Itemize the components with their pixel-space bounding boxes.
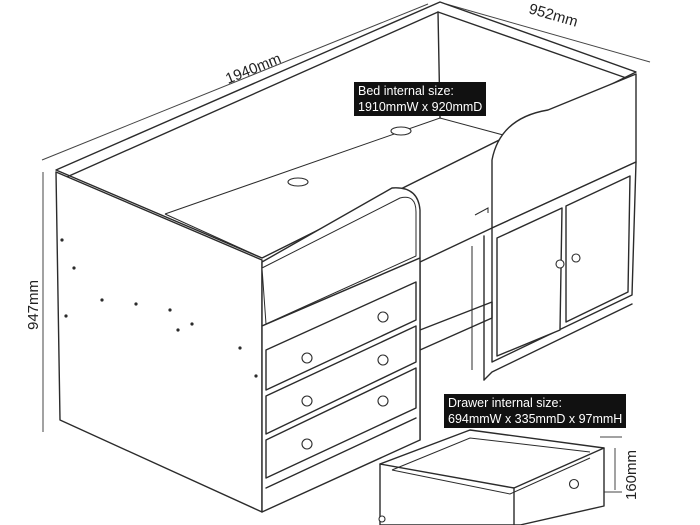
bed-frame — [55, 1, 637, 259]
drawer-knob-icon — [301, 352, 313, 364]
loose-drawer — [378, 429, 605, 525]
bed-label-size: 1910mmW x 920mmD — [358, 100, 483, 114]
depth-dimension: 952mm — [527, 1, 580, 31]
castor-icon — [378, 515, 386, 523]
vent-hole-icon — [287, 177, 309, 187]
bed-internal-size-label: Bed internal size: 1910mmW x 920mmD — [354, 82, 487, 116]
cupboard-knob-icon — [571, 253, 581, 263]
bed-label-title: Bed internal size: — [358, 84, 454, 98]
drawer-label-title: Drawer internal size: — [448, 396, 562, 410]
front-guard-panel — [261, 187, 421, 327]
vent-hole-icon — [390, 126, 412, 136]
drawer-knob-icon — [377, 354, 389, 366]
drawer-knob-icon — [377, 311, 389, 323]
drawer-knob-icon — [301, 395, 313, 407]
drawer-height-dimension: 160mm — [623, 450, 640, 500]
drawer-knob-icon — [377, 395, 389, 407]
drawer-chest — [261, 257, 421, 513]
cupboard — [483, 161, 637, 381]
drawer-knob-icon — [568, 478, 580, 490]
drawer-knob-icon — [301, 438, 313, 450]
drawer-internal-size-label: Drawer internal size: 694mmW x 335mmD x … — [444, 394, 627, 428]
cupboard-knob-icon — [555, 259, 565, 269]
height-dimension: 947mm — [25, 280, 42, 330]
right-guard-panel — [491, 73, 637, 229]
drawer-label-size: 694mmW x 335mmD x 97mmH — [448, 412, 623, 426]
